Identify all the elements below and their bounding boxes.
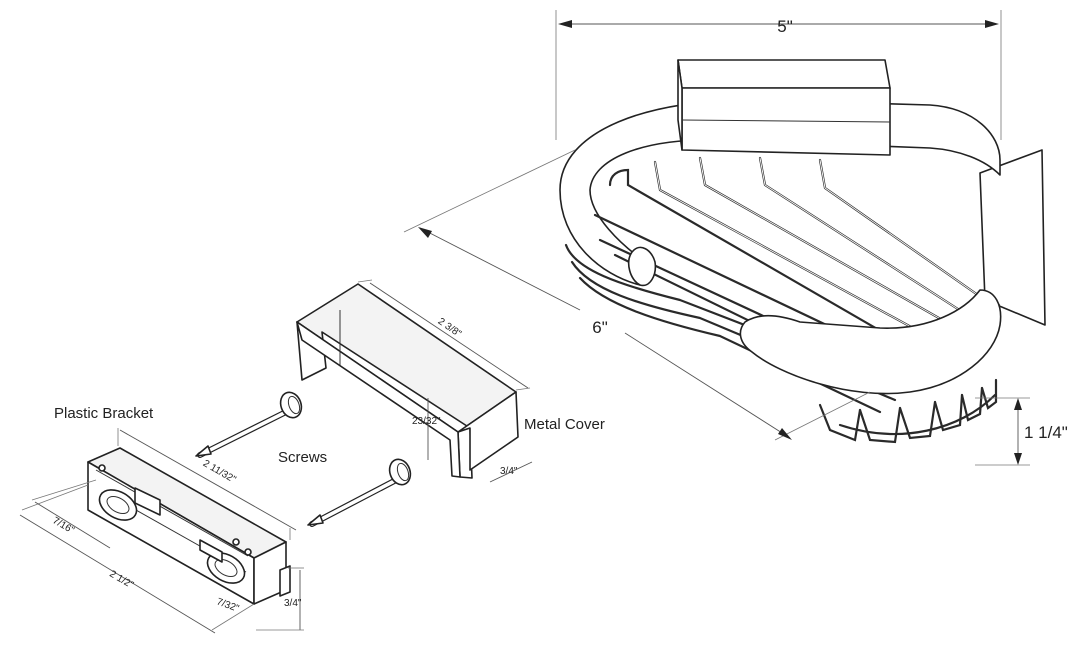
screw-upper [195,391,303,458]
basket-rim-left-end [628,246,657,287]
label-metal-cover: Metal Cover [524,416,605,433]
dim-basket-width: 5" [777,17,793,36]
dim-basket-depth: 6" [592,318,608,337]
label-plastic-bracket: Plastic Bracket [54,405,154,422]
dim-cover-height: 23/32" [412,416,441,427]
wire-basket [559,59,1046,444]
dim-bracket-offset: 7/16" [51,515,77,536]
dim-cover-depth: 3/4" [500,466,518,477]
dim-bracket-depth: 3/4" [284,598,302,609]
dim-bracket-total: 2 1/2" [107,569,135,592]
dim-bracket-hole: 7/32" [215,596,241,614]
basket-wire-frame [564,243,998,444]
dim-cover-length: 2 3/8" [436,316,464,340]
basket-dimension-depth: 6" [403,149,871,441]
metal-cover [296,283,519,479]
basket-dimension-height: 1 1/4" [975,397,1068,466]
dim-basket-height: 1 1/4" [1024,423,1068,442]
basket-rim-front [739,289,1002,395]
label-screws: Screws [278,449,327,466]
wall-plate [979,149,1046,326]
basket-dimension-width: 5" [555,10,1002,140]
basket-top-mount [677,59,891,156]
dim-bracket-length: 2 11/32" [201,458,238,486]
screw-lower [307,458,412,527]
